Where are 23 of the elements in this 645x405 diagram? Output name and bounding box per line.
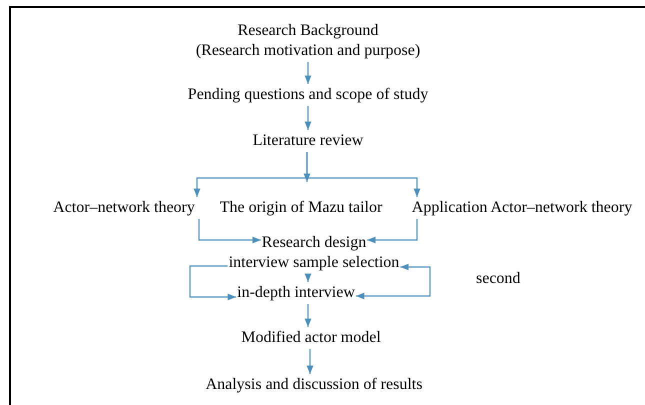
step-text: in-depth interview — [237, 283, 355, 303]
step-text: The origin of Mazu tailor — [220, 198, 382, 218]
step-text: Modified actor model — [241, 328, 381, 348]
arrow — [198, 219, 261, 244]
arrow — [306, 152, 420, 197]
step-text: Research design — [262, 233, 366, 253]
arrow — [367, 219, 418, 244]
arrow — [304, 62, 312, 84]
arrow — [304, 274, 312, 282]
arrow — [304, 304, 312, 327]
step-text: (Research motivation and purpose) — [196, 41, 420, 61]
step-text: interview sample selection — [228, 253, 400, 273]
arrow — [189, 265, 236, 300]
step-text: Application Actor–network theory — [412, 198, 632, 218]
step-text: Pending questions and scope of study — [188, 85, 428, 105]
note-text: second — [476, 269, 520, 289]
arrow — [306, 349, 314, 374]
arrow — [304, 106, 312, 130]
step-text: Literature review — [252, 131, 364, 151]
arrow — [356, 264, 431, 300]
step-text: Actor–network theory — [53, 198, 195, 218]
step-text: Research Background — [236, 21, 380, 41]
step-text: Analysis and discussion of results — [206, 375, 422, 395]
